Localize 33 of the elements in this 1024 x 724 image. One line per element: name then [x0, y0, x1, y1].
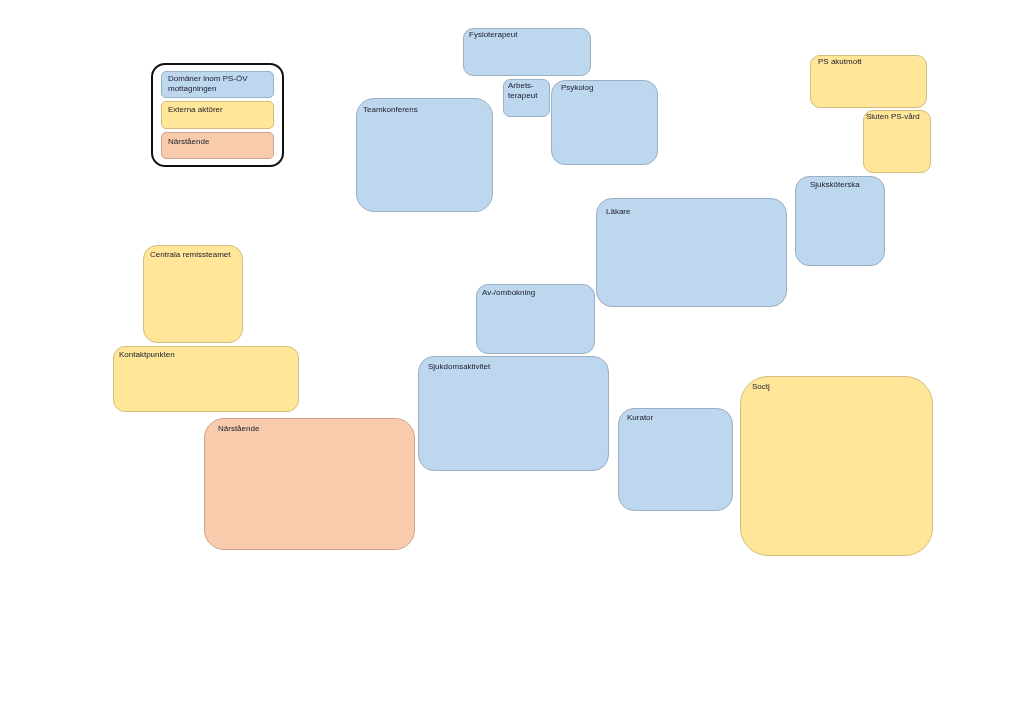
- category-box: [551, 80, 658, 165]
- category-box: [503, 79, 550, 117]
- category-box: [863, 110, 931, 173]
- box-label: Soctj: [752, 382, 771, 392]
- box-label: Kontaktpunkten: [119, 350, 176, 360]
- category-box: [795, 176, 885, 266]
- box-label: Av-/ombokning: [482, 288, 537, 298]
- box-label: Sjukdomsaktivitet: [428, 362, 492, 372]
- category-box: [356, 98, 493, 212]
- category-box: [143, 245, 243, 343]
- box-label: Centrala remissteamet: [150, 250, 232, 260]
- category-box: [740, 376, 933, 556]
- box-label: Psykolog: [561, 83, 595, 93]
- box-label: Sluten PS-vård: [866, 112, 921, 122]
- box-label: PS akutmott: [818, 57, 863, 67]
- box-label: Sjuksköterska: [810, 180, 861, 190]
- category-box: [113, 346, 299, 412]
- legend-label: Närstående: [168, 136, 211, 147]
- box-label: Kurator: [627, 413, 655, 423]
- legend-label: Externa aktörer: [168, 105, 224, 116]
- category-box: [618, 408, 733, 511]
- category-box: [596, 198, 787, 307]
- box-label: Läkare: [606, 207, 632, 217]
- box-label: Arbets- terapeut: [508, 81, 539, 101]
- category-box: [476, 284, 595, 354]
- category-box: [463, 28, 591, 76]
- box-label: Teamkonferens: [363, 105, 419, 115]
- category-box: [418, 356, 609, 471]
- legend-label: Domäner inom PS-ÖV mottagningen: [168, 74, 249, 94]
- box-label: Fysioterapeut: [469, 30, 519, 40]
- box-label: Närstående: [218, 424, 261, 434]
- category-box: [810, 55, 927, 108]
- category-box: [204, 418, 415, 550]
